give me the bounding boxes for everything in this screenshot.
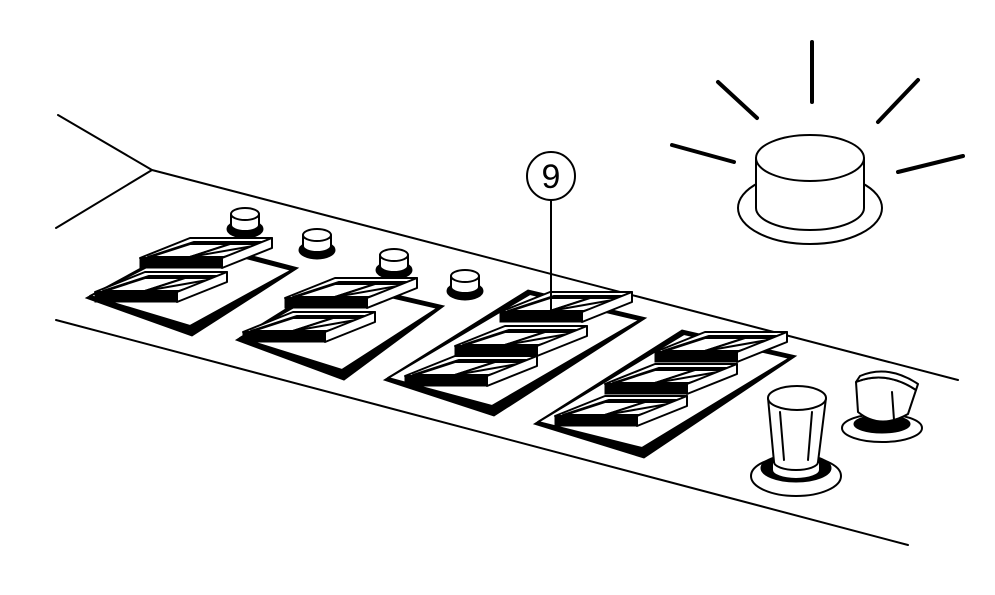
callout-label: 9 bbox=[542, 158, 561, 196]
rocker-switch-bank-3 bbox=[382, 289, 648, 417]
small-button-2[interactable] bbox=[298, 228, 336, 260]
small-button-4[interactable] bbox=[446, 269, 484, 301]
rocker-switch-bank-1 bbox=[84, 237, 300, 337]
callout-circle bbox=[526, 151, 576, 201]
illuminated-lamp-icon bbox=[670, 40, 965, 245]
square-pushbutton-icon[interactable] bbox=[841, 370, 923, 443]
rocker-switch-bank-4 bbox=[532, 329, 798, 459]
callout: 9 bbox=[526, 151, 576, 313]
rocker-switch-bank-2 bbox=[234, 277, 446, 381]
small-button-3[interactable] bbox=[375, 248, 413, 280]
panel-outline bbox=[55, 114, 959, 546]
rotary-knob-icon[interactable] bbox=[750, 385, 842, 497]
small-button-1[interactable] bbox=[226, 207, 264, 239]
